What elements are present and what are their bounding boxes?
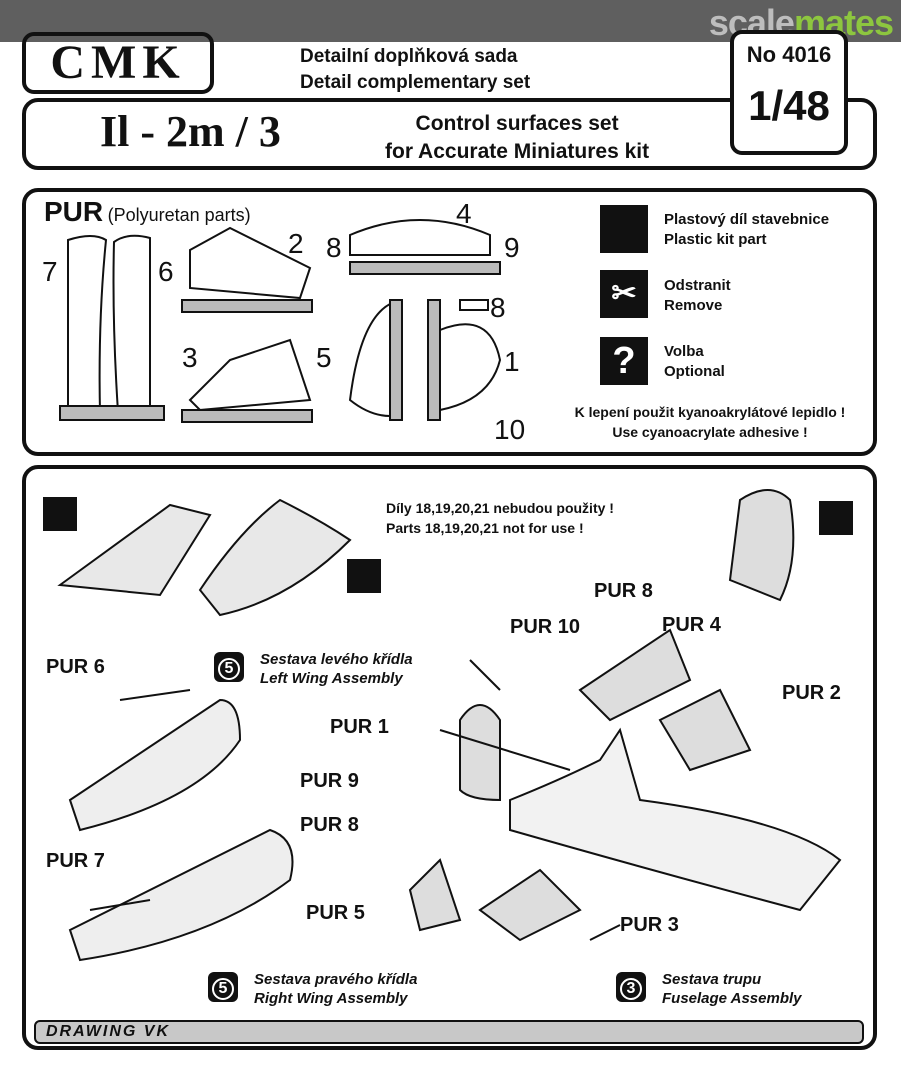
step-en: Fuselage Assembly xyxy=(662,990,802,1007)
part-number: 4 xyxy=(456,198,472,229)
number-scale-box: No 4016 1/48 xyxy=(730,30,848,155)
kit-scale: 1/48 xyxy=(748,82,830,129)
callout-pur9: PUR 9 xyxy=(300,770,359,792)
adhesive-en: Use cyanoacrylate adhesive ! xyxy=(612,424,808,440)
part-number: 2 xyxy=(288,228,304,259)
part-number: 6 xyxy=(158,256,174,287)
parts-drawings xyxy=(59,219,502,423)
step-cz: Sestava levého křídla xyxy=(260,651,413,668)
step-badge: 3 xyxy=(616,972,646,1002)
part-number: 10 xyxy=(494,414,526,445)
step-number: 5 xyxy=(218,658,240,680)
step-badge: 5 xyxy=(208,972,238,1002)
part-number: 9 xyxy=(504,232,520,263)
parts-box xyxy=(22,188,877,456)
header-cz: Detailní doplňková sada xyxy=(300,46,518,67)
legend-cz: Plastový díl stavebnice xyxy=(664,211,830,228)
step-en: Left Wing Assembly xyxy=(260,670,403,687)
legend-cz: Odstranit xyxy=(664,277,731,294)
assembly-box xyxy=(22,465,877,1050)
question-icon: ? xyxy=(600,337,648,385)
callout-pur4: PUR 4 xyxy=(662,614,721,636)
remove-knife-icon: ✂ xyxy=(600,270,648,318)
callout-pur10: PUR 10 xyxy=(510,616,581,638)
title-box xyxy=(22,98,877,170)
adhesive-cz: K lepení použit kyanoakrylátové lepidlo … xyxy=(574,404,846,420)
step-badge: 5 xyxy=(214,652,244,682)
scalemates-watermark: scalemates xyxy=(708,2,894,43)
step-en: Right Wing Assembly xyxy=(254,990,408,1007)
plastic-part-icon xyxy=(600,205,648,253)
part-number: 1 xyxy=(504,346,520,377)
legend-cz: Volba xyxy=(664,343,704,360)
step-number: 5 xyxy=(212,978,234,1000)
step-cz: Sestava trupu xyxy=(662,971,762,988)
kit-number: No 4016 xyxy=(746,42,832,67)
subtitle-1: Control surfaces set xyxy=(415,112,619,135)
callout-pur7: PUR 7 xyxy=(46,850,105,872)
callout-pur1: PUR 1 xyxy=(330,716,389,738)
callout-pur8: PUR 8 xyxy=(594,580,653,602)
product-title: Il - 2m / 3 xyxy=(100,107,281,156)
drawing-credit: DRAWING VK xyxy=(46,1023,170,1040)
part-number: 8 xyxy=(326,232,342,263)
legend-en: Plastic kit part xyxy=(664,231,767,248)
callout-pur5: PUR 5 xyxy=(306,902,365,924)
legend-en: Remove xyxy=(664,297,723,314)
callout-pur2: PUR 2 xyxy=(782,682,841,704)
step-cz: Sestava pravého křídla xyxy=(254,971,418,988)
part-number: 7 xyxy=(42,256,58,287)
part-number: 5 xyxy=(316,342,332,373)
part-number: 3 xyxy=(182,342,198,373)
parts-heading: PUR (Polyuretan parts) xyxy=(44,196,251,228)
header-en: Detail complementary set xyxy=(300,72,531,93)
unused-parts-en: Parts 18,19,20,21 not for use ! xyxy=(386,520,584,536)
callout-pur8b: PUR 8 xyxy=(300,814,359,836)
subtitle-2: for Accurate Miniatures kit xyxy=(385,140,650,163)
part-number: 8 xyxy=(490,292,506,323)
unused-parts-cz: Díly 18,19,20,21 nebudou použity ! xyxy=(386,500,614,516)
step-number: 3 xyxy=(620,978,642,1000)
cmk-logo: CMK xyxy=(22,32,214,94)
pur-note: (Polyuretan parts) xyxy=(107,205,251,225)
pur-label: PUR xyxy=(44,196,104,227)
callout-pur6: PUR 6 xyxy=(46,656,105,678)
callout-pur3: PUR 3 xyxy=(620,914,679,936)
legend-en: Optional xyxy=(664,363,725,380)
footer-bar: DRAWING VK xyxy=(34,1020,864,1044)
